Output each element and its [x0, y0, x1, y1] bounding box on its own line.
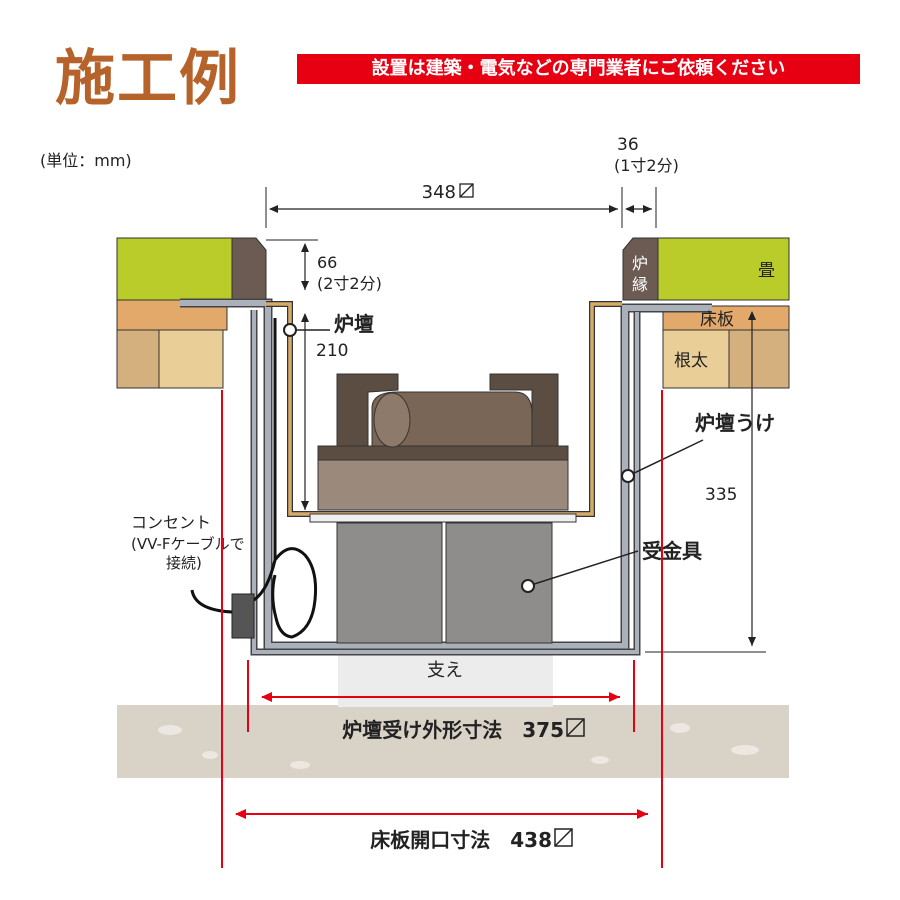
dim-210-label: 210 [316, 341, 348, 361]
dim-66-sub: (2寸2分) [317, 274, 382, 293]
sasae-label: 支え [427, 660, 463, 681]
dim-348-label: 348 [422, 182, 474, 203]
dim-438-label: 床板開口寸法 438 [370, 828, 573, 852]
outlet-label-1: コンセント [131, 513, 211, 532]
tatami-label: 畳 [758, 261, 775, 281]
page-title: 施工例 [55, 44, 241, 114]
outlet-label-2: (VV-Fケーブルで [131, 535, 245, 553]
bracket-right [445, 522, 553, 644]
dim-375-label: 炉壇受け外形寸法 375 [342, 718, 585, 742]
heater-unit [317, 373, 569, 511]
unit-label: (単位：mm) [40, 151, 132, 170]
svg-text:348: 348 [422, 182, 456, 203]
dim-66-label: 66 [317, 253, 337, 272]
outlet-cable [190, 318, 317, 639]
ukekanagu-label: 受金具 [642, 539, 702, 563]
svg-text:床板開口寸法 438: 床板開口寸法 438 [370, 828, 552, 852]
rodan-label: 炉壇 [334, 312, 374, 336]
bracket-left [336, 522, 443, 644]
outlet-label-3: 接続) [166, 554, 202, 572]
robuchi-label-1: 炉 [632, 254, 648, 273]
left-floor [116, 237, 238, 389]
dim-36-sub: (1寸2分) [614, 156, 679, 175]
installation-notice: 設置は建築・電気などの専門業者にご依頼ください [297, 54, 860, 84]
rodan-uke-label: 炉壇うけ [695, 411, 775, 435]
concrete-ground [117, 705, 789, 778]
dim-36-label: 36 [617, 135, 639, 155]
right-floor [657, 237, 790, 389]
svg-text:炉壇受け外形寸法 375: 炉壇受け外形寸法 375 [342, 718, 564, 742]
yukaita-label: 床板 [700, 310, 734, 330]
left-robuchi [231, 237, 267, 301]
dim-335-label: 335 [705, 485, 737, 505]
neda-label: 根太 [674, 351, 708, 371]
robuchi-label-2: 縁 [632, 275, 648, 294]
right-robuchi [622, 237, 659, 301]
